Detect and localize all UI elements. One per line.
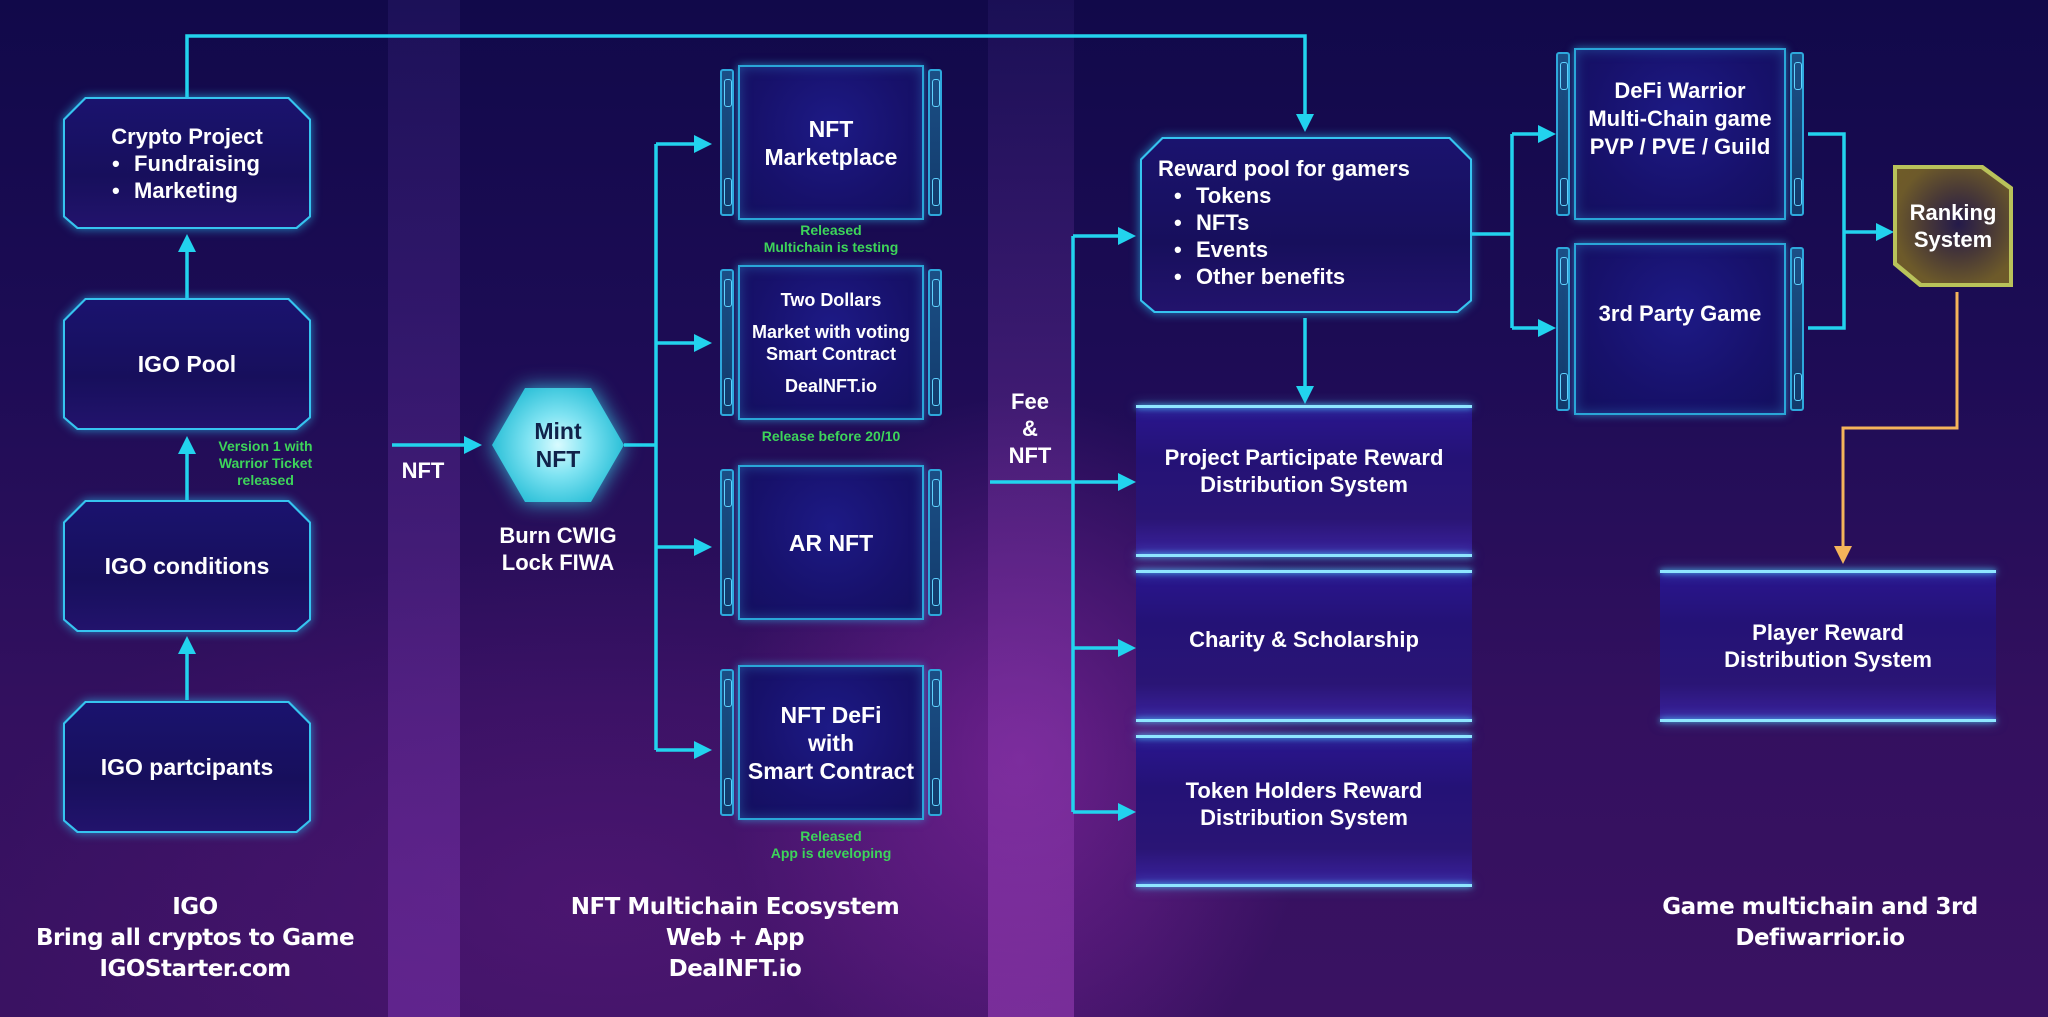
footer-line: Game multichain and 3rd: [1662, 894, 1978, 920]
footer-line: IGO: [172, 894, 218, 920]
player-reward-node: Player Reward Distribution System: [1660, 570, 1996, 722]
arrow-project-to-reward-pool: [185, 34, 1314, 132]
igo-pool-node: IGO Pool: [63, 298, 311, 430]
defi-warrior-line: Multi-Chain game: [1588, 106, 1772, 131]
igo-pool-label: IGO Pool: [137, 351, 237, 377]
games-footer: Game multichain and 3rd Defiwarrior.io: [1620, 892, 2020, 954]
nft-flow-label: NFT: [401, 458, 445, 483]
note-line: released: [237, 472, 294, 488]
frame-rail: [928, 269, 942, 416]
nft-footer: NFT Multichain Ecosystem Web + App DealN…: [540, 892, 930, 985]
project-participate-line: Project Participate Reward: [1164, 445, 1444, 470]
note-line: Multichain is testing: [763, 239, 899, 255]
player-reward-line: Distribution System: [1724, 647, 1932, 672]
two-dollars-line: DealNFT.io: [784, 375, 877, 396]
marketplace-line: NFT: [808, 115, 854, 142]
project-participate-line: Distribution System: [1200, 472, 1408, 497]
token-holders-node: Token Holders Reward Distribution System: [1136, 735, 1472, 887]
two-dollars-node: Two Dollars Market with voting Smart Con…: [720, 265, 942, 420]
frame-rail: [1556, 247, 1570, 411]
defi-note: Released App is developing: [720, 828, 942, 862]
defi-line: with: [808, 729, 854, 756]
bullet-item: Other benefits: [1196, 263, 1345, 290]
frame-rail: [928, 469, 942, 616]
ar-nft-label: AR NFT: [788, 529, 874, 556]
two-dollars-line: Smart Contract: [765, 343, 897, 364]
ranking-system-node: Ranking System: [1893, 165, 2013, 287]
token-holders-line: Distribution System: [1200, 805, 1408, 830]
charity-label: Charity & Scholarship: [1189, 626, 1419, 652]
frame-rail: [928, 669, 942, 816]
defi-warrior-line: PVP / PVE / Guild: [1589, 134, 1771, 159]
note-line: Released: [800, 828, 862, 844]
ranking-line: System: [1913, 227, 1993, 252]
note-line: Version 1 with: [218, 438, 313, 454]
nft-defi-node: NFT DeFi with Smart Contract: [720, 665, 942, 820]
defi-warrior-node: DeFi Warrior Multi-Chain game PVP / PVE …: [1556, 48, 1804, 220]
note-line: App is developing: [770, 845, 892, 861]
ar-nft-node: AR NFT: [720, 465, 942, 620]
defi-line: NFT DeFi: [780, 701, 882, 728]
two-dollars-line: Two Dollars: [780, 289, 882, 310]
igo-participants-label: IGO partcipants: [100, 754, 274, 780]
marketplace-line: Marketplace: [764, 143, 898, 170]
footer-line: DealNFT.io: [668, 956, 802, 982]
burn-lock-label: Burn CWIG Lock FIWA: [478, 522, 638, 576]
frame-rail: [720, 69, 734, 216]
defi-line: Smart Contract: [747, 757, 915, 784]
player-reward-line: Player Reward: [1752, 620, 1904, 645]
fee-line: &: [1022, 416, 1038, 441]
mint-line: NFT: [535, 446, 581, 472]
mint-nft-node: Mint NFT: [492, 388, 624, 502]
footer-line: NFT Multichain Ecosystem: [570, 894, 900, 920]
arrow-ranking-to-player-reward: [1834, 292, 1959, 564]
frame-rail: [1790, 247, 1804, 411]
reward-pool-node: Reward pool for gamers Tokens NFTs Event…: [1140, 137, 1472, 313]
two-dollars-note: Release before 20/10: [761, 428, 901, 444]
marketplace-note: Released Multichain is testing: [720, 222, 942, 256]
bullet-item: Marketing: [134, 177, 260, 204]
burn-line: Burn CWIG: [499, 523, 617, 548]
project-participate-node: Project Participate Reward Distribution …: [1136, 405, 1472, 557]
igo-participants-node: IGO partcipants: [63, 701, 311, 833]
igo-footer: IGO Bring all cryptos to Game IGOStarter…: [20, 892, 370, 985]
third-party-game-node: 3rd Party Game: [1556, 243, 1804, 415]
frame-rail: [1556, 52, 1570, 216]
reward-pool-title: Reward pool for gamers: [1158, 156, 1410, 181]
fee-nft-label: Fee & NFT: [990, 388, 1070, 469]
note-line: Warrior Ticket: [218, 455, 313, 471]
fee-line: NFT: [1008, 443, 1052, 468]
version-note: Version 1 with Warrior Ticket released: [198, 438, 333, 489]
crypto-project-node: Crypto Project Fundraising Marketing: [63, 97, 311, 229]
footer-line: Defiwarrior.io: [1735, 925, 1905, 951]
igo-conditions-node: IGO conditions: [63, 500, 311, 632]
bullet-item: Fundraising: [134, 150, 260, 177]
connector-defi-to-ranking: [1808, 132, 1846, 232]
mint-line: Mint: [534, 418, 582, 444]
bullet-item: NFTs: [1196, 209, 1345, 236]
frame-rail: [720, 269, 734, 416]
fee-line: Fee: [1011, 389, 1049, 414]
bullet-item: Events: [1196, 236, 1345, 263]
third-party-label: 3rd Party Game: [1598, 301, 1762, 326]
footer-line: IGOStarter.com: [99, 956, 291, 982]
charity-node: Charity & Scholarship: [1136, 570, 1472, 722]
note-line: Released: [800, 222, 862, 238]
token-holders-line: Token Holders Reward: [1185, 778, 1423, 803]
ranking-line: Ranking: [1909, 200, 1997, 225]
frame-rail: [720, 669, 734, 816]
footer-line: Bring all cryptos to Game: [35, 925, 355, 951]
defi-warrior-line: DeFi Warrior: [1614, 78, 1746, 103]
connector-third-to-ranking: [1808, 232, 1846, 330]
nft-marketplace-node: NFT Marketplace: [720, 65, 942, 220]
igo-conditions-label: IGO conditions: [104, 553, 270, 579]
footer-line: Web + App: [665, 925, 805, 951]
frame-rail: [928, 69, 942, 216]
two-dollars-line: Market with voting: [751, 321, 910, 342]
lock-line: Lock FIWA: [501, 550, 615, 575]
frame-rail: [720, 469, 734, 616]
bullet-item: Tokens: [1196, 182, 1345, 209]
crypto-project-title: Crypto Project: [111, 123, 263, 149]
frame-rail: [1790, 52, 1804, 216]
